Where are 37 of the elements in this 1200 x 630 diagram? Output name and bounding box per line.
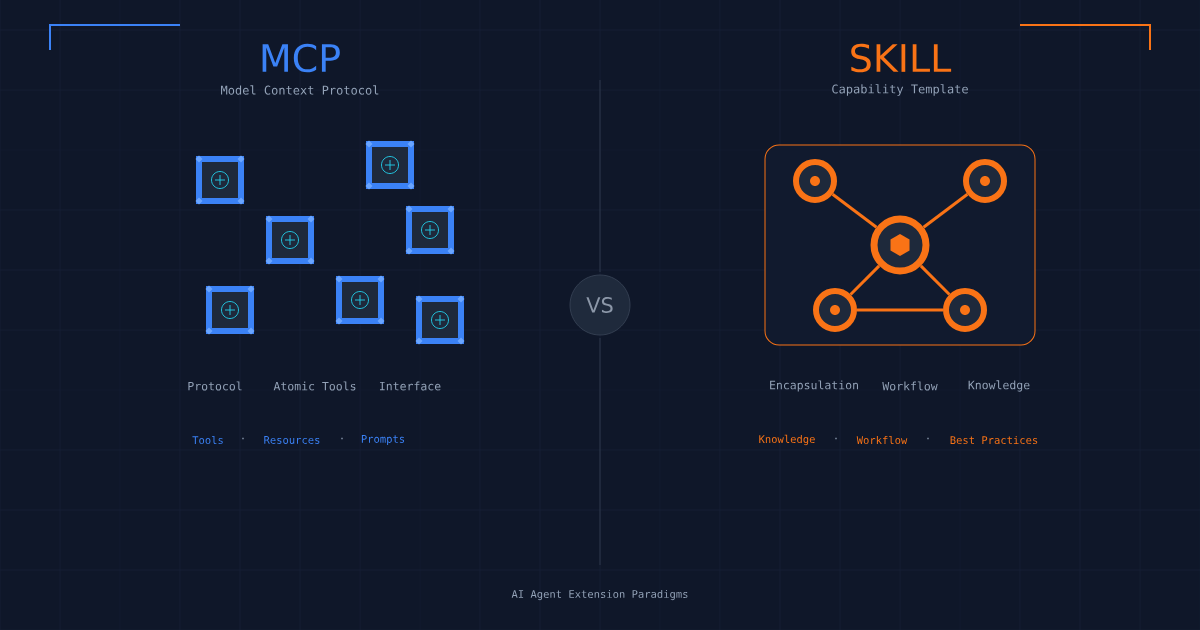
tag-label: Resources — [264, 436, 320, 444]
connector-line — [849, 264, 881, 296]
heading: MCP — [262, 43, 340, 73]
connector-line — [857, 308, 943, 312]
feature-label: Atomic Tools — [273, 381, 356, 391]
feature-label: Protocol — [188, 381, 242, 391]
feature-label: Interface — [380, 381, 441, 391]
tag-label: Prompts — [361, 435, 405, 445]
separator-dot: · — [835, 437, 837, 440]
tool-box — [365, 140, 415, 190]
ring-node — [963, 159, 1007, 203]
connector-line — [919, 264, 951, 296]
heading: SKILL — [851, 43, 952, 73]
tool-box — [265, 215, 315, 265]
ring-node — [793, 159, 837, 203]
tool-box — [415, 295, 465, 345]
tag-label: Knowledge — [759, 434, 815, 446]
separator-dot: · — [242, 437, 244, 440]
tagline: AI Agent Extension Paradigms — [511, 589, 688, 601]
tag-label: Tools — [192, 435, 223, 445]
subtitle: Model Context Protocol — [221, 85, 379, 95]
tag-label: Best Practices — [950, 435, 1038, 445]
tool-box — [405, 205, 455, 255]
feature-label: Encapsulation — [770, 380, 858, 392]
separator-dot: · — [927, 437, 929, 440]
feature-label: Workflow — [882, 381, 938, 391]
ring-node — [813, 288, 857, 332]
ring-node — [943, 288, 987, 332]
separator-dot: · — [341, 437, 343, 440]
connector-line — [831, 193, 878, 229]
tool-box — [335, 275, 385, 325]
tool-box — [205, 285, 255, 335]
tool-box — [195, 155, 245, 205]
connector-line — [922, 193, 969, 229]
tag-label: Workflow — [856, 435, 908, 445]
subtitle: Capability Template — [832, 84, 968, 96]
feature-label: Knowledge — [968, 380, 1030, 392]
